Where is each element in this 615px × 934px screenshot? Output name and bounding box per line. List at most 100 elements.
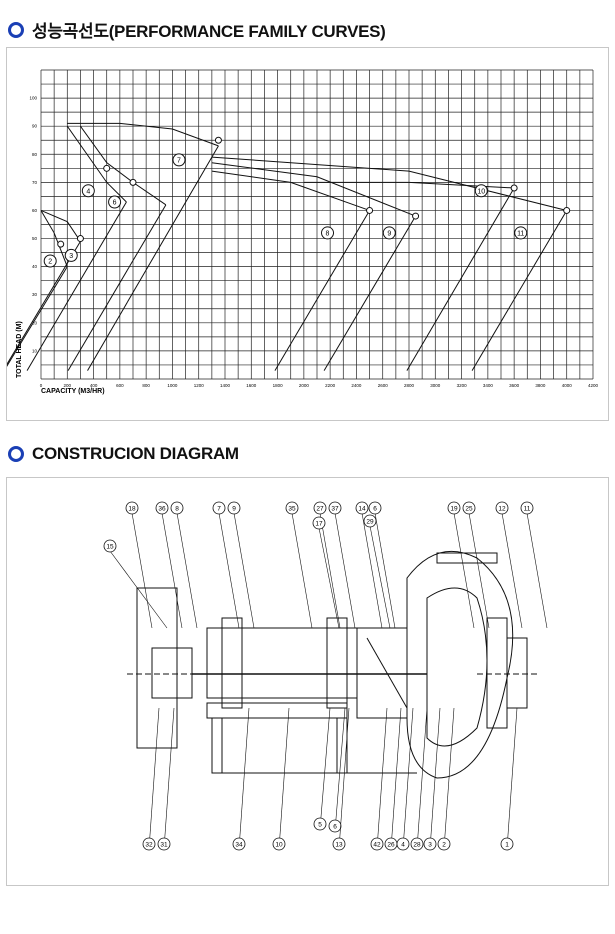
callout-label: 8 xyxy=(175,506,179,513)
curve-label: 9 xyxy=(387,230,391,237)
callout-leader xyxy=(334,512,356,629)
x-axis-label: CAPACITY (M3/HR) xyxy=(41,388,105,395)
callout-label: 36 xyxy=(158,506,166,513)
callout-label: 15 xyxy=(106,544,114,551)
bearing-rear xyxy=(326,617,348,709)
x-tick-label: 1200 xyxy=(194,383,205,388)
curve-marker xyxy=(129,178,137,186)
x-tick-label: 3000 xyxy=(430,383,441,388)
callout-label: 17 xyxy=(315,521,323,528)
callout-label: 1 xyxy=(505,842,509,849)
section-title-performance: 성능곡선도(PERFORMANCE FAMILY CURVES) xyxy=(8,17,386,42)
curve-label: 11 xyxy=(517,230,524,237)
callout-circle xyxy=(520,501,534,515)
callout-circle xyxy=(423,837,437,851)
callout-circle xyxy=(447,501,461,515)
suction-nozzle xyxy=(506,637,528,709)
callout-label: 25 xyxy=(465,506,473,513)
callout-label: 2 xyxy=(442,842,446,849)
callout-leader xyxy=(233,512,255,629)
curve-marker xyxy=(412,212,420,220)
series-curve-7 xyxy=(67,122,219,147)
section-title-text: 성능곡선도(PERFORMANCE FAMILY CURVES) xyxy=(32,22,386,41)
series-curve-11 xyxy=(211,156,567,211)
callout-circle xyxy=(170,501,184,515)
callout-circle xyxy=(328,501,342,515)
callout-label: 37 xyxy=(331,506,339,513)
callout-circle xyxy=(103,539,117,553)
series-limit-line-3 xyxy=(2,241,81,371)
callout-circle xyxy=(142,837,156,851)
callout-circle xyxy=(285,501,299,515)
curve-marker xyxy=(510,184,518,192)
callout-leader xyxy=(376,707,388,850)
curve-label: 4 xyxy=(86,188,90,195)
y-tick-label: 70 xyxy=(32,180,38,185)
callout-circle xyxy=(157,837,171,851)
curve-label: 8 xyxy=(326,230,330,237)
x-tick-label: 1400 xyxy=(220,383,231,388)
callout-leader xyxy=(402,707,414,850)
curve-marker xyxy=(563,206,571,214)
curve-label: 6 xyxy=(113,200,117,207)
series-limit-line-2 xyxy=(3,266,68,371)
callout-circle xyxy=(500,837,514,851)
callout-leader xyxy=(453,512,475,629)
curve-label: 7 xyxy=(177,157,181,164)
callout-leader xyxy=(291,512,313,629)
ring-bullet-icon xyxy=(8,446,24,462)
callout-leader xyxy=(501,512,523,629)
callout-circle xyxy=(313,501,327,515)
series-limit-line-6 xyxy=(67,204,167,371)
callout-label: 18 xyxy=(128,506,136,513)
series-limit-line-9 xyxy=(323,215,417,371)
curve-label: 2 xyxy=(48,259,52,266)
callout-leader xyxy=(278,707,290,850)
callout-circle xyxy=(272,837,286,851)
curve-label-circle xyxy=(474,184,488,198)
callout-leader xyxy=(163,707,175,850)
callout-leader xyxy=(318,527,340,629)
curve-label-circle xyxy=(108,195,122,209)
y-tick-label: 10 xyxy=(32,348,38,353)
callout-leader xyxy=(416,707,428,850)
curve-label-circle xyxy=(43,254,57,268)
callout-leader xyxy=(338,707,350,850)
x-tick-label: 2400 xyxy=(351,383,362,388)
curve-marker xyxy=(57,240,65,248)
curve-label-circle xyxy=(382,226,396,240)
callout-leader xyxy=(429,707,441,850)
callout-leader xyxy=(218,512,240,629)
callout-label: 19 xyxy=(450,506,458,513)
callout-circle xyxy=(410,837,424,851)
callout-circle xyxy=(363,514,377,528)
y-tick-label: 90 xyxy=(32,124,38,129)
x-tick-label: 3400 xyxy=(483,383,494,388)
coupling-guard xyxy=(136,587,178,749)
callout-leader xyxy=(148,707,160,850)
callout-label: 7 xyxy=(217,506,221,513)
callout-label: 10 xyxy=(275,842,283,849)
callout-leader xyxy=(361,512,383,629)
callout-label: 4 xyxy=(401,842,405,849)
callout-leader xyxy=(319,707,331,830)
series-curve-9 xyxy=(211,162,416,217)
series-curve-2 xyxy=(40,210,68,267)
chart-curves xyxy=(2,122,568,371)
series-limit-line-11 xyxy=(471,210,568,371)
callout-leader xyxy=(238,707,250,850)
x-tick-label: 4200 xyxy=(588,383,599,388)
curve-label: 10 xyxy=(477,188,485,195)
series-limit-line-7 xyxy=(87,145,219,371)
x-tick-label: 1000 xyxy=(167,383,178,388)
series-limit-line-10 xyxy=(406,187,515,371)
callout-label: 26 xyxy=(387,842,395,849)
x-tick-label: 2800 xyxy=(404,383,415,388)
section-title-text: CONSTRUCION DIAGRAM xyxy=(32,444,239,463)
callout-label: 6 xyxy=(333,824,337,831)
